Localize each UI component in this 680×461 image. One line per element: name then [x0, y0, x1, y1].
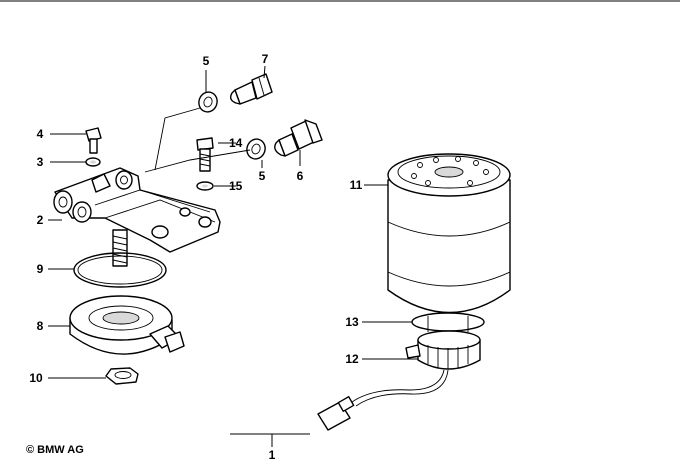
callout-10: 10 [29, 371, 43, 385]
callout-7: 7 [262, 52, 269, 66]
callout-6: 6 [297, 169, 304, 183]
part-14-bolt[interactable] [196, 137, 214, 172]
part-8-heater-ring[interactable] [69, 295, 185, 355]
part-6-sensor[interactable] [274, 119, 323, 157]
callout-12: 12 [345, 352, 359, 366]
callout-4: 4 [37, 127, 44, 141]
callout-labels: 5 7 4 3 14 15 5 6 2 9 8 10 11 13 12 1 [29, 52, 362, 461]
part-15-washer[interactable] [196, 181, 214, 191]
copyright-notice: © BMW AG [26, 444, 84, 456]
part-10-nut[interactable] [105, 367, 139, 385]
callout-5-upper: 5 [203, 54, 210, 68]
callout-11: 11 [350, 178, 363, 192]
part-11-fuel-filter[interactable] [387, 153, 511, 314]
leader-lines [48, 65, 418, 447]
part-7-hollow-bolt[interactable] [229, 73, 273, 105]
callout-13: 13 [345, 315, 359, 329]
callout-5-lower: 5 [259, 169, 266, 183]
callout-3: 3 [37, 155, 44, 169]
callout-2: 2 [37, 213, 44, 227]
callout-1: 1 [269, 448, 276, 461]
callout-15: 15 [229, 179, 243, 193]
callout-14: 14 [229, 136, 243, 150]
part-5-washer-upper[interactable] [196, 90, 220, 115]
part-12-water-sensor[interactable] [317, 330, 481, 431]
part-4-bolt[interactable] [85, 127, 102, 154]
part-9-o-ring[interactable] [73, 252, 167, 288]
callout-9: 9 [37, 262, 44, 276]
part-3-washer[interactable] [85, 157, 101, 167]
part-2-filter-bracket[interactable] [53, 167, 221, 267]
part-13-seal-ring[interactable] [411, 312, 485, 332]
part-5-washer-lower[interactable] [244, 137, 268, 162]
callout-8: 8 [37, 319, 44, 333]
